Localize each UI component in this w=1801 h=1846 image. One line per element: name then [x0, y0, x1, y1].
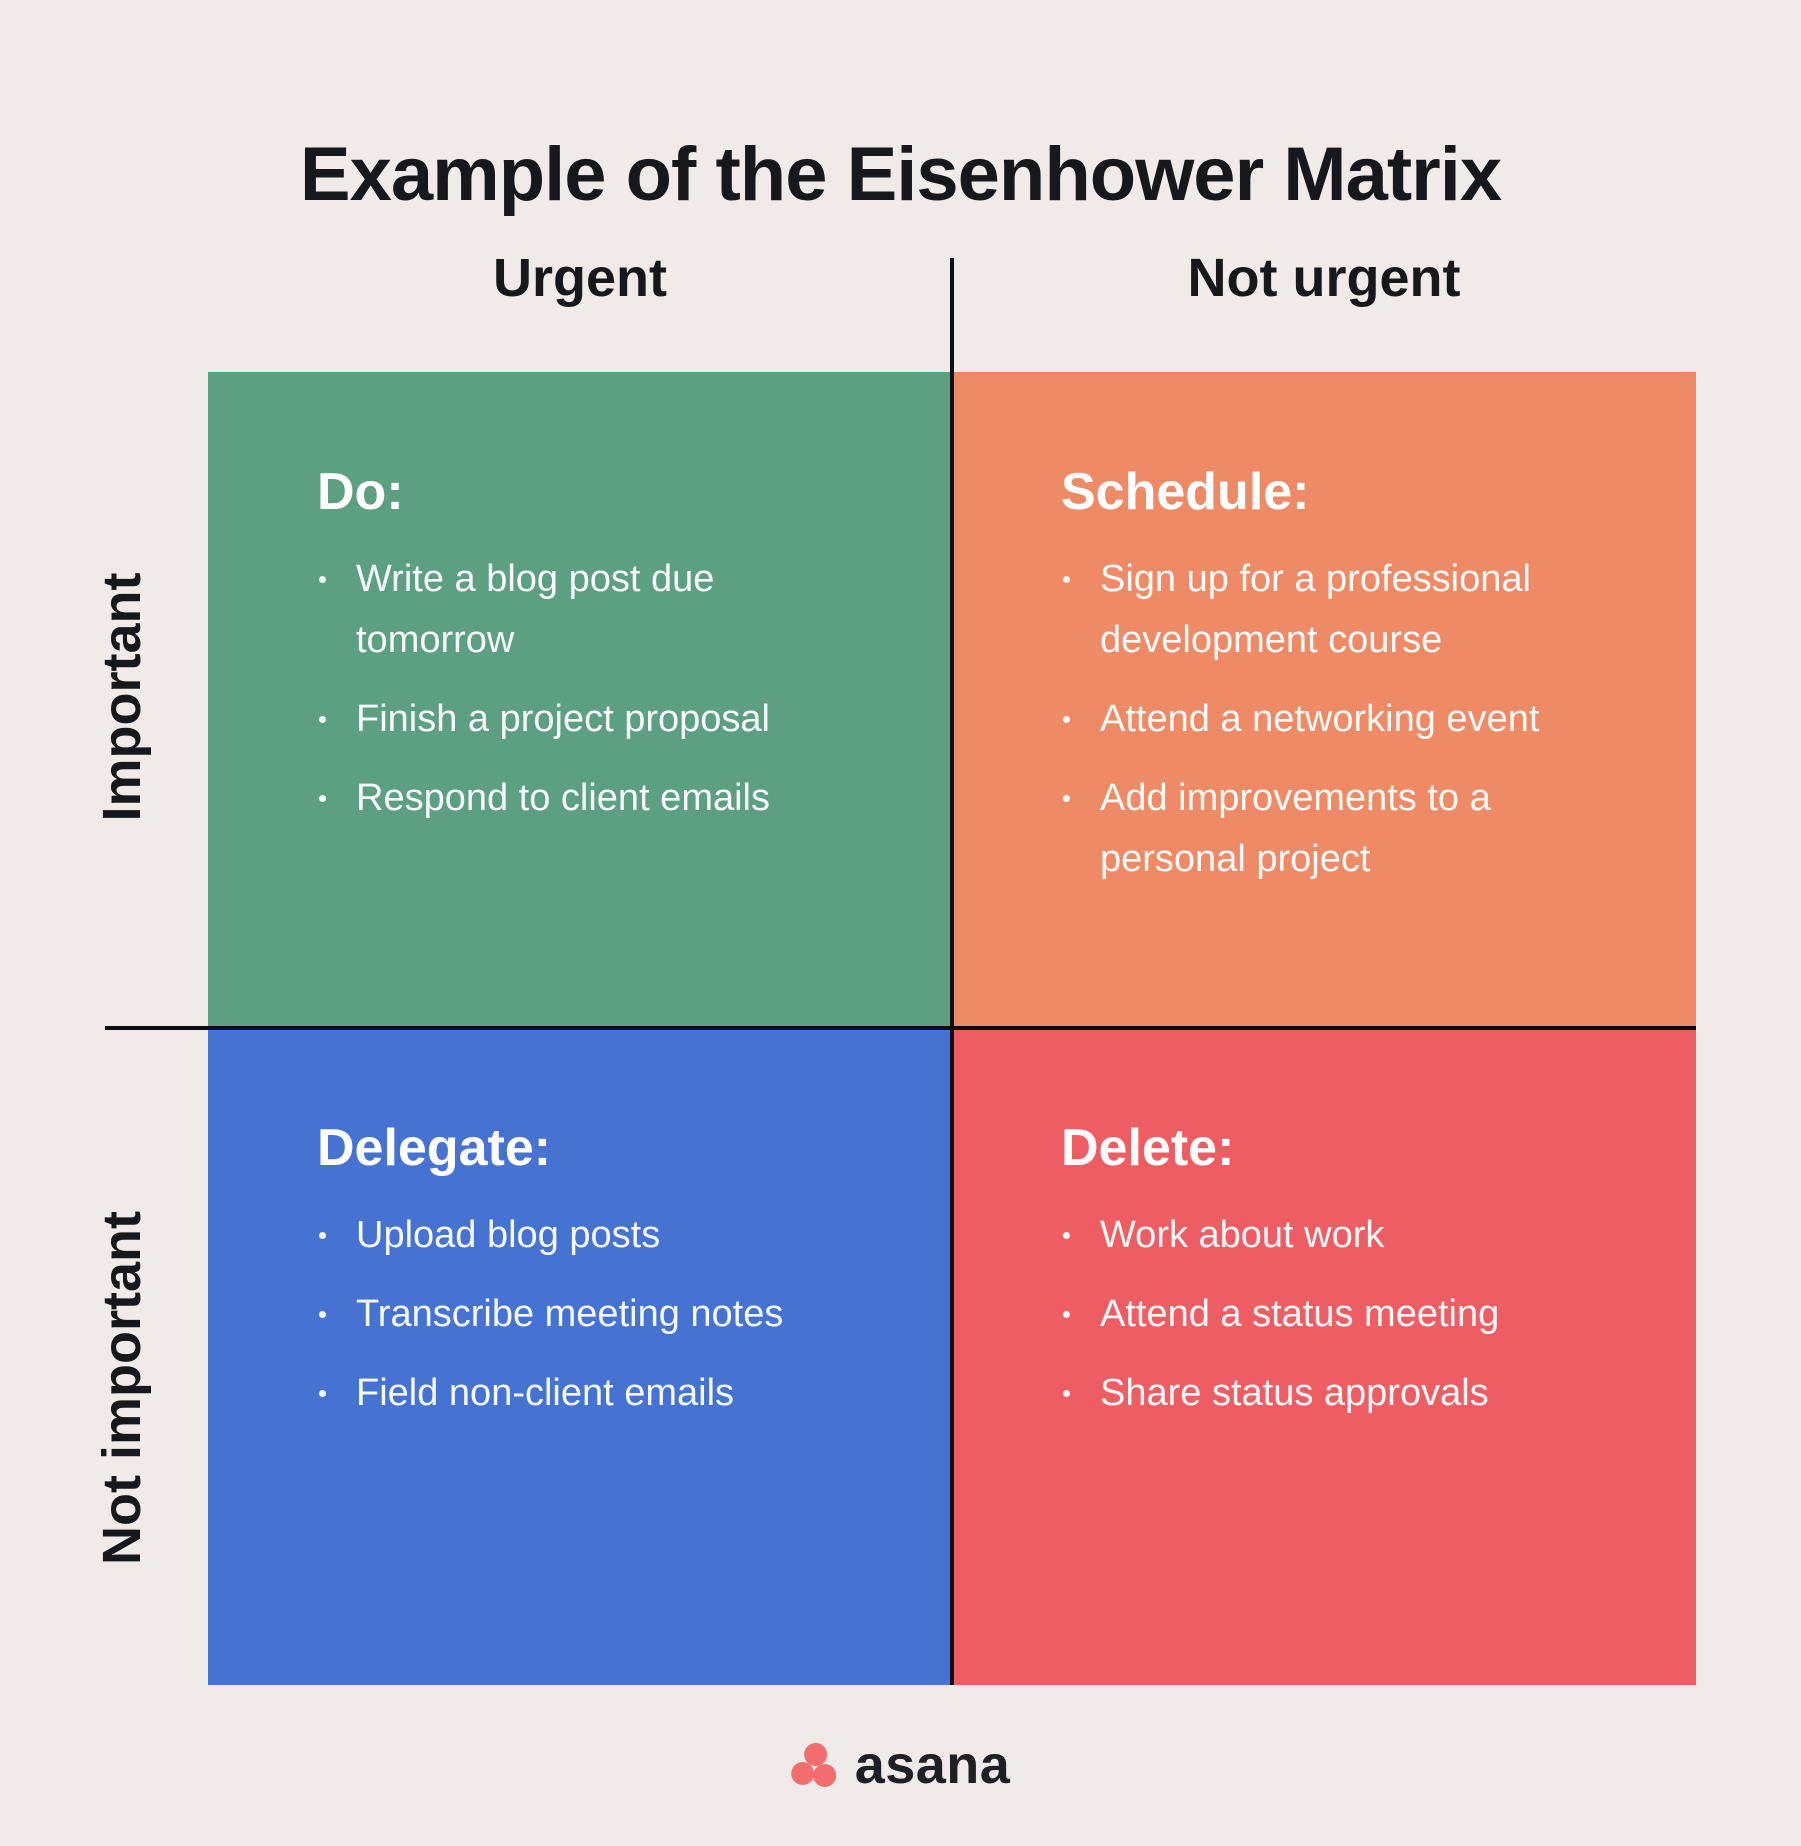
- list-item-text: Share status approvals: [1100, 1372, 1489, 1414]
- list-item-text: Upload blog posts: [356, 1214, 661, 1256]
- list-item: Share status approvals: [1061, 1363, 1586, 1424]
- bullet-dot-icon: [319, 1232, 326, 1239]
- bullet-dot-icon: [319, 576, 326, 583]
- quadrant-delegate-list: Upload blog posts Transcribe meeting not…: [317, 1205, 842, 1424]
- bullet-dot-icon: [1063, 1232, 1070, 1239]
- bullet-dot-icon: [1063, 1390, 1070, 1397]
- list-item: Respond to client emails: [317, 768, 842, 829]
- quadrant-delegate-heading: Delegate:: [317, 1119, 552, 1177]
- logo-dot: [790, 1762, 814, 1785]
- list-item: Finish a project proposal: [317, 689, 842, 750]
- list-item-text: Attend a networking event: [1100, 698, 1540, 740]
- column-header-urgent: Urgent: [493, 248, 667, 308]
- list-item: Field non-client emails: [317, 1363, 842, 1424]
- list-item: Sign up for a professional development c…: [1061, 549, 1586, 671]
- list-item-text: Sign up for a professional development c…: [1100, 558, 1531, 661]
- logo-dot: [803, 1743, 827, 1766]
- list-item-text: Write a blog post due tomorrow: [356, 558, 715, 661]
- list-item: Write a blog post due tomorrow: [317, 549, 842, 671]
- quadrant-do: Do: Write a blog post due tomorrow Finis…: [208, 372, 952, 1028]
- column-header-not-urgent: Not urgent: [1187, 248, 1461, 308]
- list-item: Attend a status meeting: [1061, 1284, 1586, 1345]
- list-item-text: Respond to client emails: [356, 777, 770, 819]
- list-item: Work about work: [1061, 1205, 1586, 1266]
- list-item-text: Transcribe meeting notes: [356, 1293, 784, 1335]
- quadrant-delete-heading: Delete:: [1061, 1119, 1235, 1177]
- list-item-text: Finish a project proposal: [356, 698, 770, 740]
- asana-wordmark: asana: [854, 1735, 1011, 1795]
- list-item-text: Attend a status meeting: [1100, 1293, 1500, 1335]
- row-label-important: Important: [92, 572, 152, 822]
- row-label-not-important: Not important: [92, 1211, 152, 1565]
- list-item: Add improvements to a personal project: [1061, 768, 1586, 890]
- bullet-dot-icon: [319, 1390, 326, 1397]
- asana-logo: asana: [790, 1735, 1011, 1795]
- list-item: Upload blog posts: [317, 1205, 842, 1266]
- quadrant-schedule: Schedule: Sign up for a professional dev…: [952, 372, 1696, 1028]
- page-title: Example of the Eisenhower Matrix: [299, 131, 1502, 217]
- quadrant-do-heading: Do:: [317, 463, 404, 521]
- quadrant-schedule-heading: Schedule:: [1061, 463, 1310, 521]
- list-item: Attend a networking event: [1061, 689, 1586, 750]
- asana-three-dots-icon: [790, 1743, 837, 1787]
- logo-dot: [812, 1764, 836, 1787]
- quadrant-delete-list: Work about work Attend a status meeting …: [1061, 1205, 1586, 1424]
- bullet-dot-icon: [1063, 795, 1070, 802]
- list-item-text: Field non-client emails: [356, 1372, 735, 1414]
- bullet-dot-icon: [1063, 1311, 1070, 1318]
- quadrant-schedule-list: Sign up for a professional development c…: [1061, 549, 1586, 890]
- list-item: Transcribe meeting notes: [317, 1284, 842, 1345]
- bullet-dot-icon: [319, 716, 326, 723]
- bullet-dot-icon: [319, 795, 326, 802]
- quadrant-delete: Delete: Work about work Attend a status …: [952, 1028, 1696, 1685]
- quadrant-delegate: Delegate: Upload blog posts Transcribe m…: [208, 1028, 952, 1685]
- quadrant-do-list: Write a blog post due tomorrow Finish a …: [317, 549, 842, 829]
- list-item-text: Add improvements to a personal project: [1100, 777, 1491, 880]
- bullet-dot-icon: [1063, 576, 1070, 583]
- bullet-dot-icon: [1063, 716, 1070, 723]
- bullet-dot-icon: [319, 1311, 326, 1318]
- horizontal-axis-line: [105, 1026, 1696, 1030]
- list-item-text: Work about work: [1100, 1214, 1385, 1256]
- vertical-axis-line: [950, 258, 954, 1685]
